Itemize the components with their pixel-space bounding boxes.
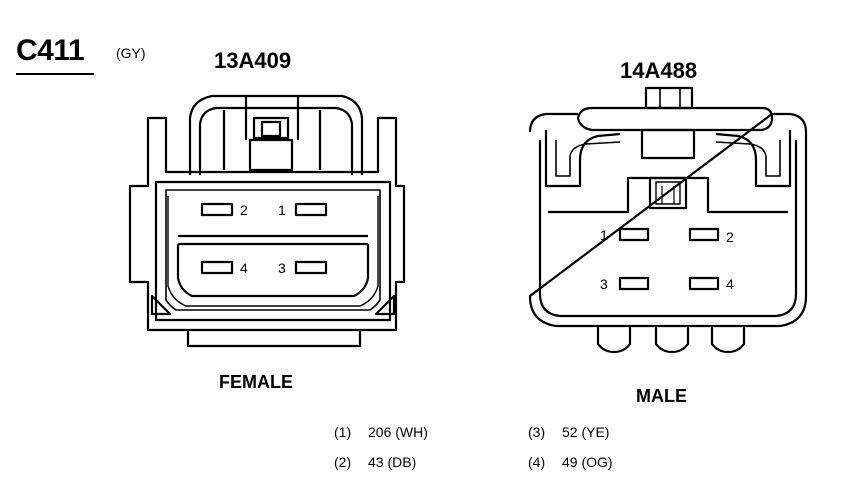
female-pin-label-2: 2 xyxy=(240,202,248,218)
circuit-pin-2: (2) xyxy=(334,454,352,470)
connector-color-code: (GY) xyxy=(116,45,146,61)
circuit-value-2: 43 (DB) xyxy=(368,454,417,470)
female-pin-label-1: 1 xyxy=(278,202,286,218)
connector-id: C411 xyxy=(16,34,85,67)
circuit-pin-4: (4) xyxy=(528,454,546,470)
female-connector xyxy=(128,94,406,348)
female-label: FEMALE xyxy=(219,372,293,392)
circuit-value-1: 206 (WH) xyxy=(368,424,428,440)
female-pin-label-3: 3 xyxy=(278,260,286,276)
connector-id-underline xyxy=(16,73,94,75)
circuit-pin-1: (1) xyxy=(334,424,352,440)
male-pin-label-4: 4 xyxy=(726,276,734,292)
circuit-pin-3: (3) xyxy=(528,424,546,440)
male-pin-label-3: 3 xyxy=(600,276,608,292)
male-pin-label-1: 1 xyxy=(600,227,608,243)
female-pin-label-4: 4 xyxy=(240,260,248,276)
male-pin-label-2: 2 xyxy=(726,229,734,245)
circuit-value-4: 49 (OG) xyxy=(562,454,613,470)
male-label: MALE xyxy=(636,386,687,406)
circuit-value-3: 52 (YE) xyxy=(562,424,610,440)
female-part-number: 13A409 xyxy=(214,48,292,73)
male-connector xyxy=(528,86,808,354)
male-part-number: 14A488 xyxy=(620,58,698,83)
